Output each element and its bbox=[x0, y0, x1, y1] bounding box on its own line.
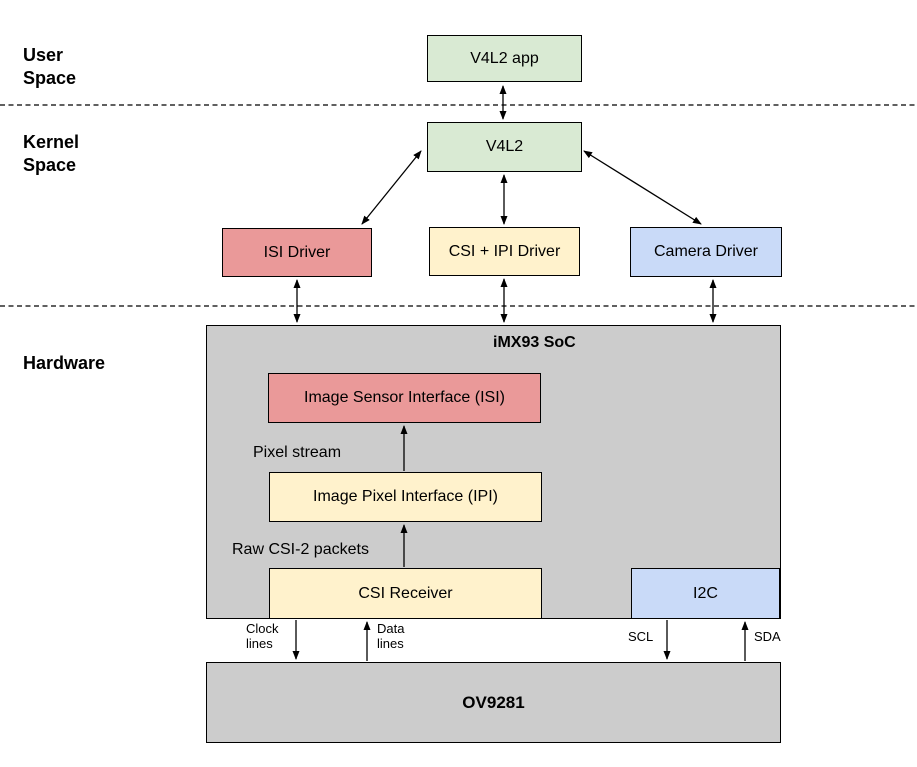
ov9281-box: OV9281 bbox=[206, 662, 781, 743]
v4l2-app-box: V4L2 app bbox=[427, 35, 582, 82]
raw-csi2-packets-label: Raw CSI-2 packets bbox=[232, 541, 369, 558]
camera-driver-box: Camera Driver bbox=[630, 227, 782, 277]
soc-title: iMX93 SoC bbox=[493, 334, 576, 351]
scl-label: SCL bbox=[628, 629, 654, 644]
isi-box: Image Sensor Interface (ISI) bbox=[268, 373, 541, 423]
user-space-label: User Space bbox=[23, 45, 77, 88]
data-lines-label: Data lines bbox=[377, 621, 405, 651]
kernel-space-label: Kernel Space bbox=[23, 132, 80, 175]
arrow-v4l2-camera-driver bbox=[583, 150, 702, 225]
hardware-label: Hardware bbox=[23, 353, 106, 373]
v4l2-box: V4L2 bbox=[427, 122, 582, 172]
isi-driver-box: ISI Driver bbox=[222, 228, 372, 277]
i2c-box: I2C bbox=[631, 568, 780, 619]
csi-receiver-box: CSI Receiver bbox=[269, 568, 542, 619]
csi-ipi-driver-box: CSI + IPI Driver bbox=[429, 227, 580, 276]
ov9281-label: OV9281 bbox=[462, 692, 525, 712]
clock-lines-label: Clock lines bbox=[246, 621, 279, 651]
pixel-stream-label: Pixel stream bbox=[253, 444, 342, 461]
ipi-box: Image Pixel Interface (IPI) bbox=[269, 472, 542, 522]
sda-label: SDA bbox=[754, 629, 781, 644]
arrow-v4l2-isi-driver bbox=[361, 150, 422, 225]
